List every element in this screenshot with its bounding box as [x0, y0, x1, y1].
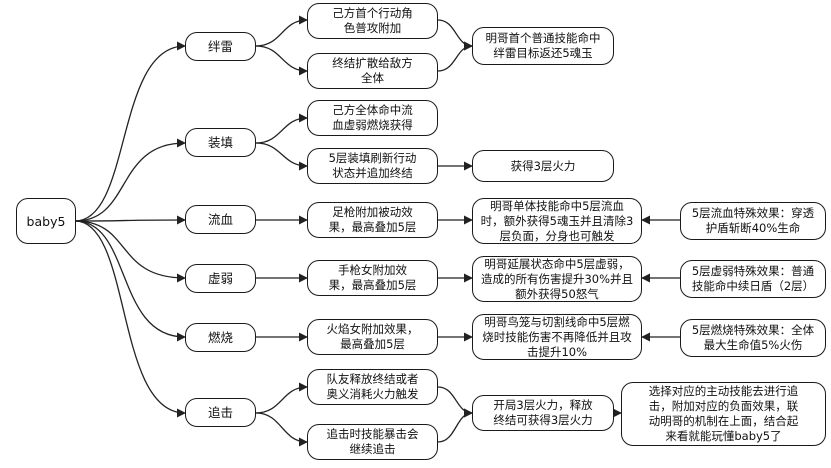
- detail-pursuit-crit: 追击时技能暴击会 继续追击: [307, 424, 438, 460]
- special-bleed-effect: 5层流血特殊效果：穿透 护盾斩断40%生命: [680, 202, 826, 240]
- category-weaken: 虚弱: [185, 264, 256, 293]
- detail-team-hit-gain: 己方全体命中流 血虚弱燃烧获得: [307, 100, 438, 136]
- edge-root-c3: [74, 215, 186, 225]
- edge-c6-d9: [255, 412, 308, 447]
- outcome-opening-firepower: 开局3层火力，释放 终结可获得3层火力: [472, 395, 614, 431]
- root-node: baby5: [16, 198, 76, 244]
- category-bantrap: 绊雷: [185, 32, 256, 61]
- edge-c1-d1: [255, 15, 308, 47]
- outcome-return-soul-jade: 明哥首个普通技能命中 绊雷目标返还5魂玉: [472, 27, 614, 65]
- detail-pursuit-trigger: 队友释放终结或者 奥义消耗火力触发: [307, 369, 438, 405]
- category-pursuit: 追击: [185, 398, 256, 427]
- outcome-gain-firepower: 获得3层火力: [472, 150, 614, 182]
- outcome-bleed-bonus: 明哥单体技能命中5层流血 时，额外获得5魂玉并且清除3 层负面，分身也可触发: [472, 198, 642, 244]
- edge-c2-d4: [255, 142, 308, 171]
- edge-root-c2: [74, 138, 186, 222]
- edge-root-c1: [74, 41, 186, 222]
- special-pursuit-note: 选择对应的主动技能去进行追 击，附加对应的负面效果，联 动明哥的机制在上面，结合…: [621, 382, 826, 446]
- edge-c6-d8: [255, 382, 308, 414]
- detail-finisher-spread: 终结扩散给敌方 全体: [307, 53, 438, 89]
- edge-root-c4: [74, 220, 186, 283]
- edge-d8-o6: [437, 386, 473, 418]
- special-burn-effect: 5层燃烧特殊效果：全体 最大生命值5%火伤: [680, 319, 826, 357]
- detail-flame-burn: 火焰女附加效果， 最高叠加5层: [307, 319, 438, 355]
- detail-pistol-weaken: 手枪女附加效 果，最高叠加5层: [307, 260, 438, 296]
- outcome-burn-bonus: 明哥鸟笼与切割线命中5层燃 烧时技能伤害不再降低并且攻 击提升10%: [472, 314, 642, 360]
- special-weaken-effect: 5层虚弱特殊效果：普通 技能命中续日盾（2层）: [680, 260, 826, 298]
- edge-d1-o1: [437, 19, 473, 51]
- category-burn: 燃烧: [185, 323, 256, 352]
- edge-c2-d3: [255, 113, 308, 144]
- outcome-weaken-bonus: 明哥延展状态命中5层虚弱， 造成的所有伤害提升30%并且 额外获得50怒气: [472, 256, 642, 302]
- edge-root-c5: [74, 220, 186, 342]
- category-reload: 装填: [185, 128, 256, 157]
- edge-root-c6: [74, 220, 186, 418]
- category-bleed: 流血: [185, 205, 256, 234]
- edge-d2-o1: [437, 41, 473, 72]
- detail-first-actor-attack: 己方首个行动角 色普攻附加: [307, 3, 438, 39]
- edge-d9-o6: [437, 408, 473, 443]
- edge-c1-d2: [255, 45, 308, 76]
- detail-leg-gun-bleed: 足枪附加被动效 果，最高叠加5层: [307, 202, 438, 238]
- detail-reload-refresh: 5层装填刷新行动 状态并追加终结: [307, 148, 438, 184]
